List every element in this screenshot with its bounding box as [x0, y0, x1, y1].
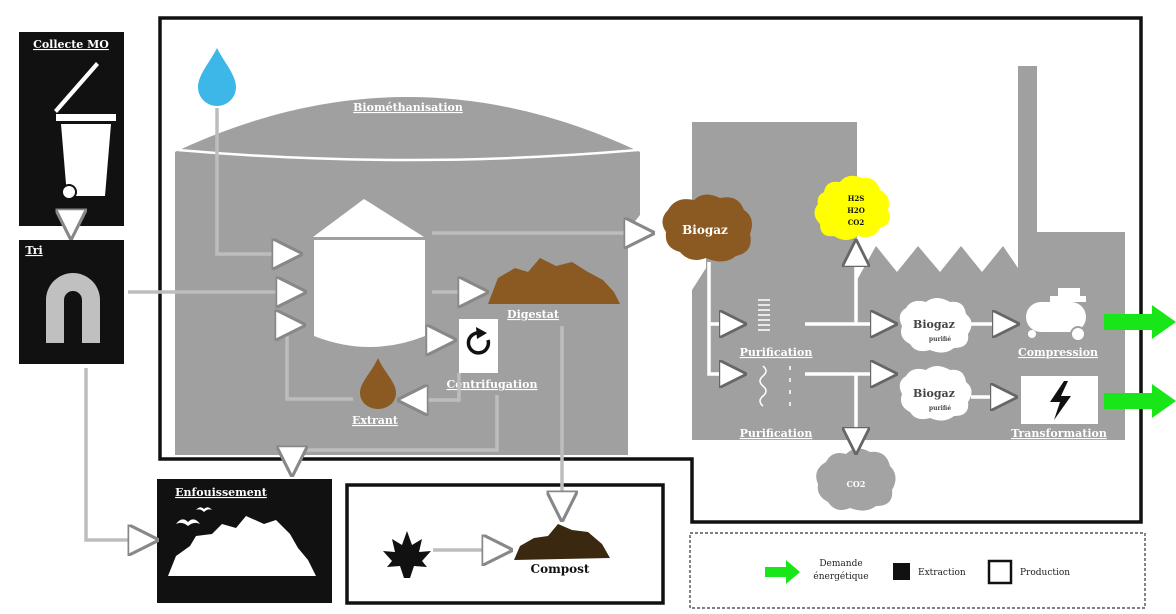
biogaz-pure-cloud-2 [899, 366, 972, 421]
landfill-icon [168, 516, 316, 576]
biogaz-pure-sub-1: purifié [929, 336, 951, 343]
digester-silo [313, 199, 425, 347]
factory-building [692, 66, 1125, 440]
enfouissement-label: Enfouissement [175, 486, 268, 499]
methanisation-label: Biométhanisation [353, 101, 463, 114]
recycle-icon [466, 327, 491, 355]
legend-extraction-swatch [893, 563, 910, 580]
impurity-3: CO2 [848, 218, 865, 227]
energy-arrow-transformation [1104, 384, 1176, 418]
biogaz-pure-cloud-1 [899, 298, 972, 353]
impurity-2: H2O [847, 206, 865, 215]
compost-label: Compost [531, 562, 590, 576]
bin-icon [54, 62, 116, 200]
centrifugation-box [459, 319, 498, 373]
centrifugation-label: Centrifugation [447, 378, 538, 391]
collecte-label: Collecte MO [33, 38, 109, 51]
water-drop-icon [198, 48, 236, 106]
biogaz-cloud [662, 194, 752, 262]
bird-icon-2 [196, 507, 212, 512]
impurities-cloud [814, 175, 890, 240]
transformation-label: Transformation [1011, 427, 1107, 440]
legend-production: Production [1020, 568, 1070, 578]
extrant-drop [360, 358, 396, 409]
purification-label-2: Purification [740, 427, 813, 440]
energy-arrow-compression [1104, 305, 1176, 339]
compost-pile [514, 524, 610, 560]
flow-arrows [71, 108, 1017, 550]
impurity-1: H2S [848, 194, 865, 203]
legend-demande: Demande [819, 559, 862, 569]
biogaz-pure-label-1: Biogaz [913, 318, 955, 331]
compressor-icon [1026, 288, 1086, 342]
biogaz-pure-sub-2: purifié [929, 405, 951, 412]
co2-label: CO2 [847, 479, 866, 489]
tank-liquid-line [177, 148, 639, 162]
tri-label: Tri [25, 244, 42, 257]
legend-extraction: Extraction [918, 568, 966, 578]
biogaz-label: Biogaz [682, 223, 728, 237]
legend-energy-arrow [765, 560, 800, 584]
digestat-pile [488, 258, 620, 304]
legend-production-swatch [987, 559, 1013, 585]
magnet-icon [46, 273, 100, 343]
compression-label: Compression [1018, 346, 1098, 359]
purification-filter-1 [758, 299, 770, 331]
purification-filter-2 [759, 365, 791, 407]
biogaz-pure-label-2: Biogaz [913, 387, 955, 400]
purification-label-1: Purification [740, 346, 813, 359]
co2-cloud [816, 448, 896, 511]
legend-energetique: énergétique [813, 571, 868, 582]
bird-icon [176, 519, 200, 526]
lightning-icon [1050, 381, 1071, 420]
maple-leaf-icon [383, 531, 431, 578]
digestat-label: Digestat [507, 308, 560, 321]
extrant-label: Extrant [352, 414, 399, 427]
tri-box [19, 240, 124, 364]
